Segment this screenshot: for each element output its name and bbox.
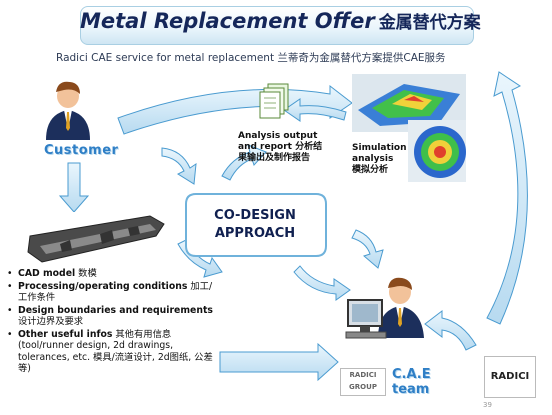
radici-group-logo: RADICI GROUP xyxy=(340,368,386,396)
page-number: 39 xyxy=(483,401,492,409)
list-item-bold: Other useful infos xyxy=(18,328,113,340)
list-item-bold: CAD model xyxy=(18,268,76,279)
list-item-rest: 设计边界及要求 xyxy=(18,316,84,327)
list-item-bold: Processing/operating conditions xyxy=(18,280,188,292)
engineer-at-computer-icon xyxy=(345,277,424,339)
cad-part-image-icon xyxy=(26,212,168,268)
cae-team-line2: team xyxy=(392,382,430,397)
analysis-output-line3: 果输出及制作报告 xyxy=(238,153,311,163)
codesign-label: CO-DESIGN APPROACH xyxy=(196,207,314,243)
cae-team-line1: C.A.E xyxy=(392,367,431,382)
arrow-sim-to-report xyxy=(283,98,347,122)
arrow-customer-to-cad xyxy=(58,162,90,213)
cae-team-label: C.A.E team xyxy=(392,367,431,397)
customer-person-icon xyxy=(46,81,90,140)
list-item: CAD model 数模 xyxy=(7,268,217,280)
input-requirements-list: CAD model 数模 Processing/operating condit… xyxy=(7,268,217,376)
arrow-cycle-top-left xyxy=(161,147,197,185)
codesign-line2: APPROACH xyxy=(214,226,296,241)
codesign-line1: CO-DESIGN xyxy=(214,208,296,223)
list-item-bold: Design boundaries and requirements xyxy=(18,304,213,316)
simulation-line3: 模拟分析 xyxy=(352,165,389,175)
analysis-output-line2: and report 分析结 xyxy=(238,142,323,152)
simulation-label: Simulation analysis 模拟分析 xyxy=(352,143,407,176)
simulation-line2: analysis xyxy=(352,154,394,164)
list-item-rest: 加工/工作条件 xyxy=(18,280,213,304)
title-cn: 金属替代方案 xyxy=(378,13,481,33)
arrow-cycle-bottom xyxy=(293,265,351,301)
list-item: Other useful infos 其他有用信息 (tool/runner d… xyxy=(7,329,217,375)
arrow-right-upward xyxy=(486,71,528,325)
list-item-rest: 其他有用信息 (tool/runner design, 2d drawings,… xyxy=(18,328,213,375)
title-en: Metal Replacement Offer xyxy=(80,9,375,33)
radici-logo: RADICI xyxy=(484,356,536,398)
list-item: Processing/operating conditions 加工/工作条件 xyxy=(7,281,217,304)
arrow-to-cae-team xyxy=(424,309,477,351)
title-bar xyxy=(80,6,474,45)
documents-icon xyxy=(259,83,289,119)
codesign-banner xyxy=(185,193,327,257)
simulation-image-icon xyxy=(352,74,466,182)
simulation-line1: Simulation xyxy=(352,143,407,153)
list-item: Design boundaries and requirements 设计边界及… xyxy=(7,305,217,328)
arrow-bottom-to-cae xyxy=(219,342,339,382)
customer-label: Customer xyxy=(44,143,119,158)
analysis-output-label: Analysis output and report 分析结 果输出及制作报告 xyxy=(238,131,322,164)
page-subtitle: Radici CAE service for metal replacement… xyxy=(56,52,446,64)
arrow-cycle-top-right xyxy=(221,144,267,181)
analysis-output-line1: Analysis output xyxy=(238,131,318,141)
list-item-rest: 数模 xyxy=(75,268,97,279)
arrow-cycle-right xyxy=(351,229,384,269)
